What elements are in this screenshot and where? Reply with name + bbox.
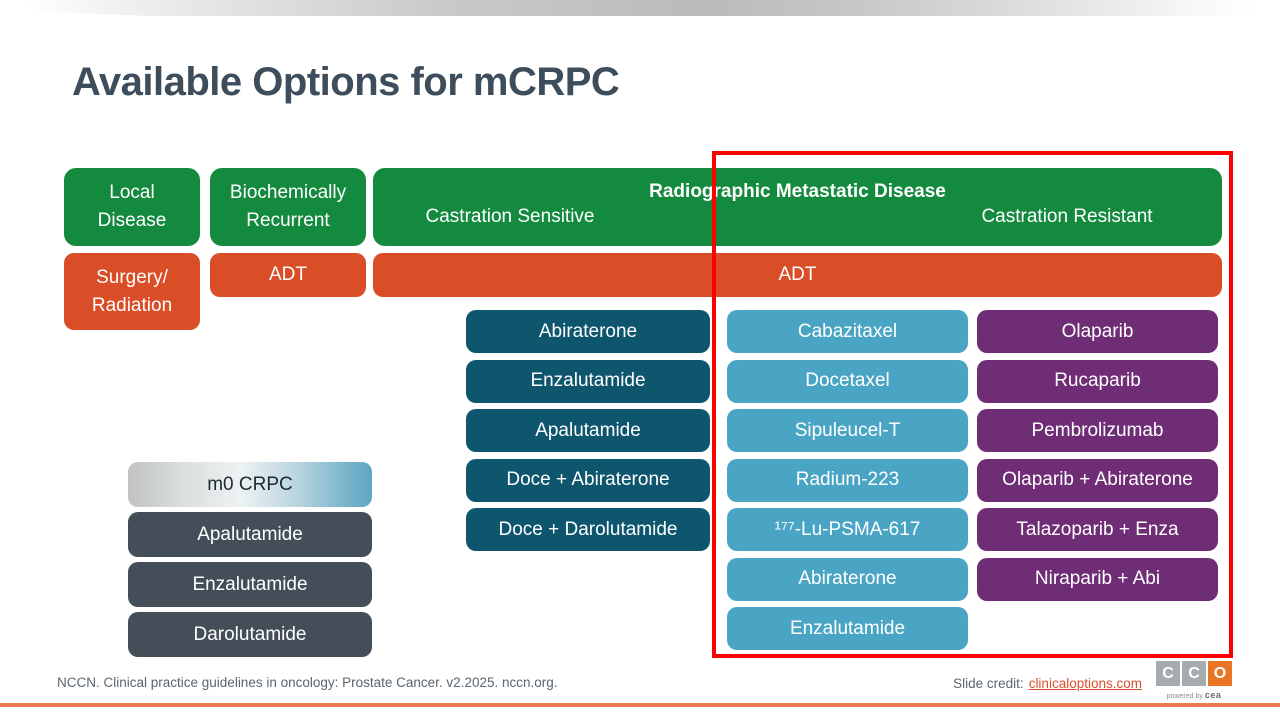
drug-box: Enzalutamide [727, 607, 968, 650]
slide-credit: Slide credit: clinicaloptions.com [953, 676, 1142, 691]
logo-square-o: O [1208, 661, 1232, 686]
cco-logo: C C O [1156, 661, 1232, 686]
castration-resistant-label: Castration Resistant [981, 206, 1153, 227]
slide-credit-label: Slide credit: [953, 676, 1024, 691]
drug-box: Apalutamide [128, 512, 372, 557]
drug-box: Doce + Abiraterone [466, 458, 710, 502]
castration-sensitive-label: Castration Sensitive [425, 206, 595, 227]
m0-crpc-header: m0 CRPC [128, 462, 372, 507]
logo-square-c2: C [1182, 661, 1206, 686]
drug-box: Sipuleucel-T [727, 409, 968, 452]
logo-square-c1: C [1156, 661, 1180, 686]
powered-by-text: powered by cea [1156, 690, 1232, 700]
powered-by-brand: cea [1204, 690, 1222, 700]
stage-box-local-disease: Local Disease [64, 168, 200, 246]
stage-box-radiographic-metastatic: Radiographic Metastatic Disease Castrati… [373, 168, 1222, 246]
drug-box: ¹⁷⁷-Lu-PSMA-617 [727, 508, 968, 551]
drug-box: Docetaxel [727, 359, 968, 403]
drug-box: Radium-223 [727, 458, 968, 502]
top-gradient-bar [23, 0, 1280, 16]
treatment-box-surgery-radiation: Surgery/ Radiation [64, 253, 200, 330]
drug-box: Darolutamide [128, 612, 372, 657]
treatment-box-adt-metastatic: ADT [373, 253, 1222, 297]
bottom-accent-bar [0, 703, 1280, 707]
drug-box: Doce + Darolutamide [466, 508, 710, 551]
drug-box: Apalutamide [466, 409, 710, 452]
drug-box: Enzalutamide [128, 562, 372, 607]
drug-box: Enzalutamide [466, 359, 710, 403]
radiographic-metastatic-title: Radiographic Metastatic Disease [649, 181, 946, 202]
drug-box: Pembrolizumab [977, 409, 1218, 452]
drug-box: Abiraterone [466, 310, 710, 353]
drug-box: Olaparib [977, 310, 1218, 353]
powered-by-label: powered by [1166, 693, 1203, 700]
drug-box: Talazoparib + Enza [977, 508, 1218, 551]
drug-box: Cabazitaxel [727, 310, 968, 353]
drug-box: Rucaparib [977, 359, 1218, 403]
castration-status-row: Castration Sensitive Castration Resistan… [373, 206, 1222, 234]
drug-box: Olaparib + Abiraterone [977, 458, 1218, 502]
page-title: Available Options for mCRPC [72, 60, 620, 104]
footer-reference: NCCN. Clinical practice guidelines in on… [57, 675, 558, 690]
drug-box: Niraparib + Abi [977, 557, 1218, 601]
stage-box-biochemically-recurrent: Biochemically Recurrent [210, 168, 366, 246]
slide-credit-link[interactable]: clinicaloptions.com [1028, 676, 1142, 691]
treatment-box-adt-recurrent: ADT [210, 253, 366, 297]
drug-box: Abiraterone [727, 557, 968, 601]
